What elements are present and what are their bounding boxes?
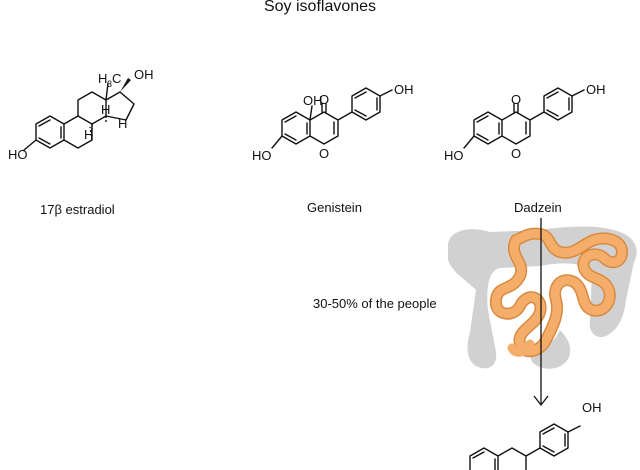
daidzein-oh-right: OH — [586, 82, 606, 97]
genistein-o-ring: O — [319, 146, 329, 161]
genistein-ho: HO — [252, 148, 272, 163]
estradiol-oh-label: OH — [134, 67, 154, 82]
metabolite-structure: OH — [469, 400, 602, 470]
daidzein-structure: O OH HO O — [444, 82, 606, 163]
colon-descending — [528, 330, 571, 369]
genistein-name: Genistein — [307, 200, 362, 215]
conversion-arrow — [533, 218, 549, 407]
estradiol-methyl-sub: 3 — [107, 79, 112, 89]
gut-conversion-note: 30-50% of the people — [313, 296, 437, 311]
genistein-oh-right: OH — [394, 82, 414, 97]
estradiol-methyl-c: C — [112, 71, 121, 86]
estradiol-h-label-2: H — [118, 116, 127, 131]
daidzein-ho: HO — [444, 148, 464, 163]
daidzein-o-carbonyl: O — [511, 92, 521, 107]
gut-illustration — [448, 226, 637, 369]
estradiol-name: 17β estradiol — [40, 202, 115, 217]
estradiol-methyl-h: H — [98, 71, 107, 86]
genistein-oh-top: OH — [303, 93, 323, 108]
genistein-o-carbonyl: O — [319, 92, 329, 107]
estradiol-ho-label: HO — [8, 147, 28, 162]
diagram-title: Soy isoflavones — [263, 0, 377, 15]
estradiol-structure: HO OH H 3 C H H H — [8, 67, 154, 162]
estradiol-h-label-3: H — [84, 127, 93, 142]
daidzein-o-ring: O — [511, 146, 521, 161]
estradiol-h-label-1: H — [101, 102, 110, 117]
metabolite-oh-right: OH — [582, 400, 602, 415]
genistein-structure: OH O OH HO O — [252, 82, 414, 163]
daidzein-name: Dadzein — [514, 200, 562, 215]
